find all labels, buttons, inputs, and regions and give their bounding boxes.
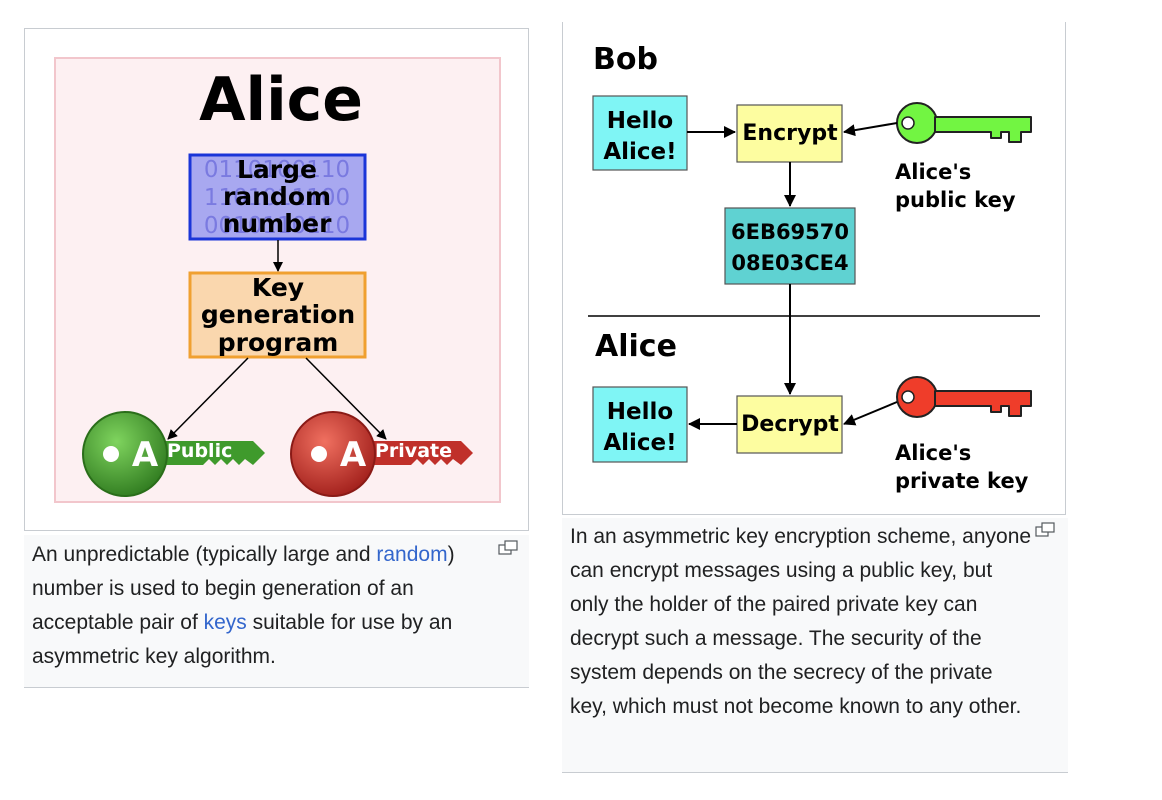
public-key-label: Public <box>167 440 232 462</box>
private-key-label-1: Alice's <box>895 441 971 465</box>
public-key-green-icon <box>896 102 1032 144</box>
message-top-line-1: Hello <box>607 108 673 134</box>
random-number-box: 0110100110 1101011100 0010110110 Large r… <box>188 153 367 241</box>
caption-text-3: suitable for use by an asymmetric key al… <box>32 611 453 668</box>
ciphertext-line-2: 08E03CE4 <box>731 251 848 275</box>
message-bottom-line-1: Hello <box>607 399 673 425</box>
decrypt-box: Decrypt <box>736 395 843 454</box>
arrow-private-key-to-decrypt <box>843 401 898 426</box>
alice-label: Alice <box>595 329 677 364</box>
arrow-to-private-key <box>305 357 387 440</box>
caption-text-1: An unpredictable (typically large and <box>32 543 377 566</box>
keys-link[interactable]: keys <box>203 611 247 634</box>
binary-row-1: 0110100110 <box>204 157 350 183</box>
ciphertext-line-1: 6EB69570 <box>731 220 849 244</box>
random-label-3: number <box>223 209 332 238</box>
right-figure-caption: In an asymmetric key encryption scheme, … <box>562 518 1068 773</box>
public-key-label-1: Alice's <box>895 160 971 184</box>
program-label-1: Key <box>252 273 304 302</box>
message-bottom-line-2: Alice! <box>603 430 676 456</box>
ciphertext-box: 6EB69570 08E03CE4 <box>724 207 856 285</box>
arrow-public-key-to-encrypt <box>843 122 898 137</box>
enlarge-icon-right[interactable] <box>1035 522 1055 538</box>
message-top-line-2: Alice! <box>603 139 676 165</box>
message-box-top: Hello Alice! <box>592 95 688 171</box>
private-key-icon: A Private <box>290 411 473 497</box>
program-label-3: program <box>218 328 339 357</box>
private-key-letter: A <box>340 435 367 475</box>
right-figure-frame: Bob Hello Alice! Encrypt Alice's public … <box>562 22 1066 515</box>
encryption-scheme-diagram[interactable]: Bob Hello Alice! Encrypt Alice's public … <box>563 22 1065 514</box>
left-figure-frame: Alice 0110100110 1101011100 0010110110 L… <box>24 28 529 531</box>
private-key-red-icon <box>896 376 1032 418</box>
alice-title: Alice <box>199 65 363 135</box>
public-key-letter: A <box>132 435 159 475</box>
binary-row-2: 1101011100 <box>204 185 350 211</box>
caption-text-2: ) number is used to begin generation of … <box>32 543 455 634</box>
enlarge-icon[interactable] <box>498 540 518 556</box>
binary-row-3: 0010110110 <box>204 213 350 239</box>
random-link[interactable]: random <box>376 543 448 566</box>
key-generation-diagram[interactable]: Alice 0110100110 1101011100 0010110110 L… <box>25 29 528 530</box>
encrypt-box: Encrypt <box>736 104 843 163</box>
left-figure-caption: An unpredictable (typically large and ra… <box>24 535 529 688</box>
private-key-label-2: private key <box>895 469 1029 493</box>
private-key-label: Private <box>375 440 452 462</box>
message-box-bottom: Hello Alice! <box>592 386 688 463</box>
right-caption-text: In an asymmetric key encryption scheme, … <box>570 525 1032 718</box>
random-label-1: Large <box>237 155 317 184</box>
public-key-label-2: public key <box>895 188 1016 212</box>
bob-label: Bob <box>593 42 658 77</box>
encrypt-label: Encrypt <box>742 121 838 146</box>
random-label-2: random <box>223 182 331 211</box>
program-label-2: generation <box>201 300 355 329</box>
key-generation-box: Key generation program <box>188 271 367 359</box>
public-key-icon: A Public <box>82 411 265 497</box>
decrypt-label: Decrypt <box>741 412 839 437</box>
arrow-to-public-key <box>167 357 249 440</box>
